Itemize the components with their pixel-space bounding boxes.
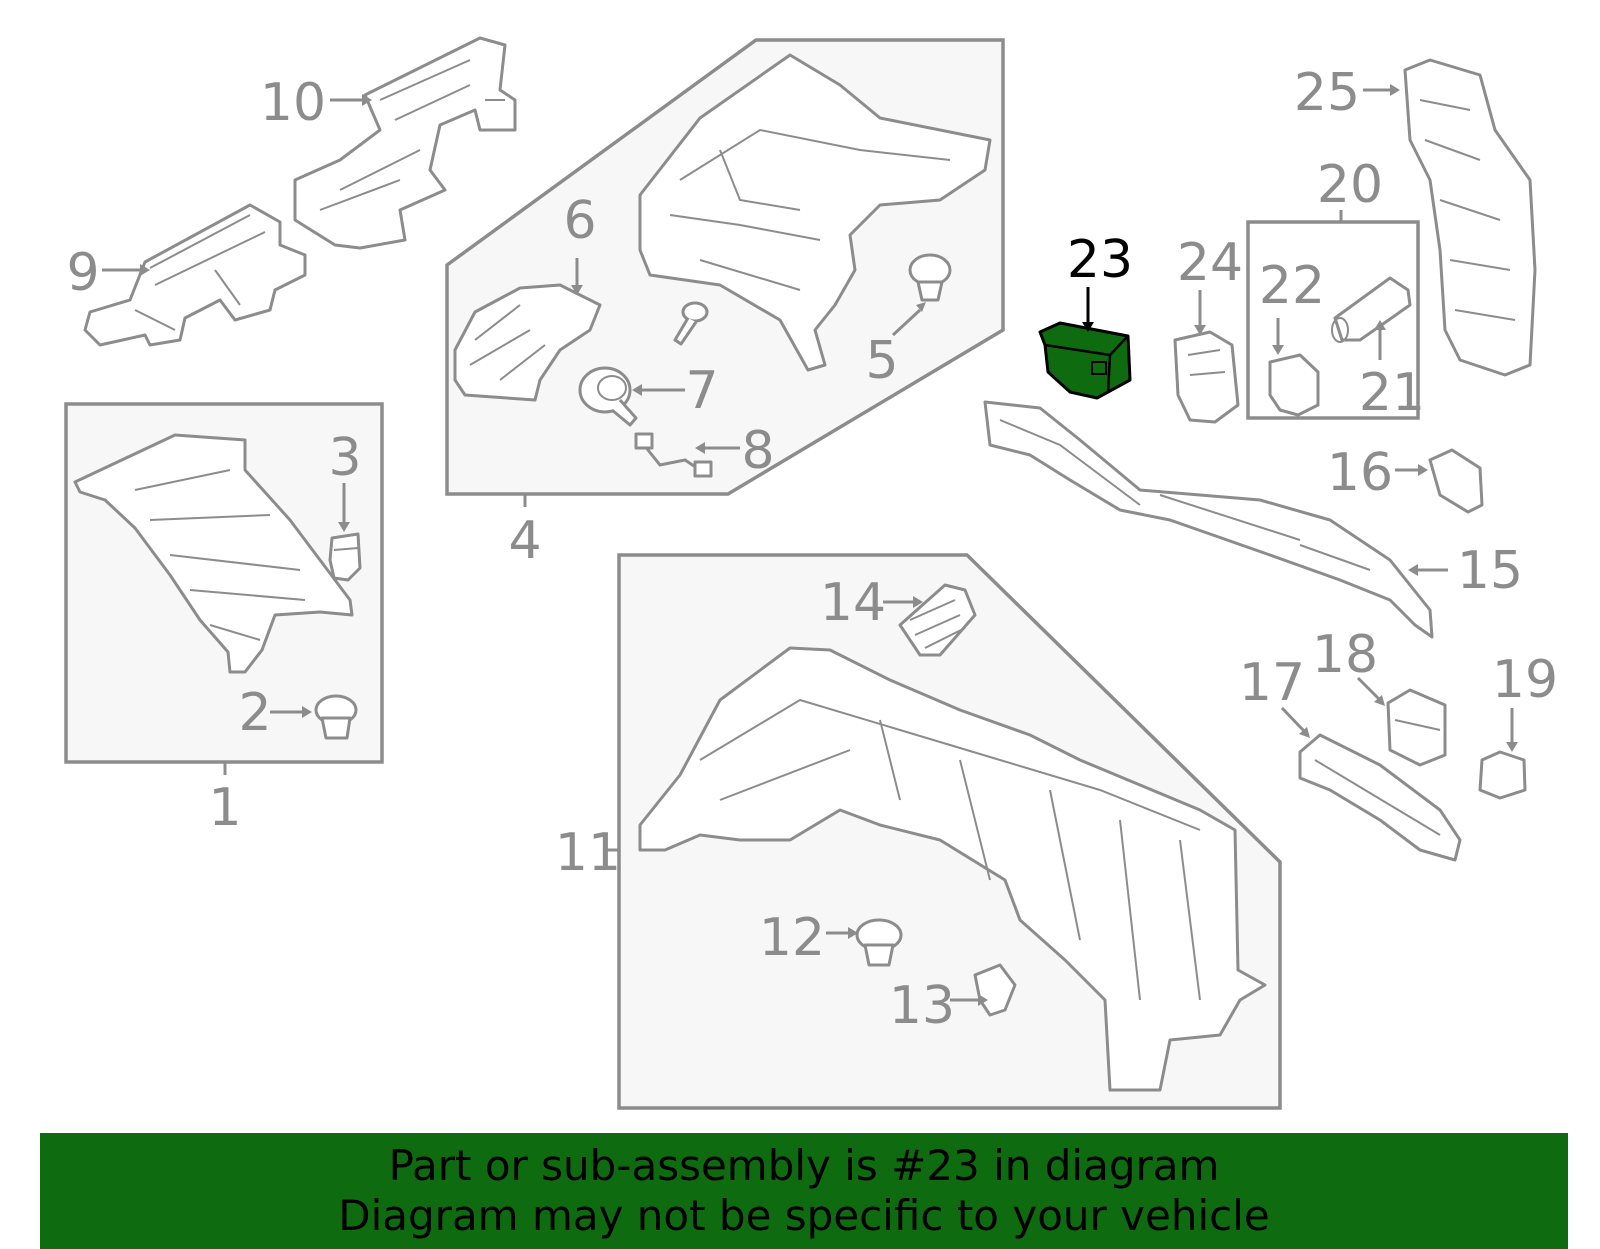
callout-17: 17 bbox=[1239, 653, 1305, 713]
part-15 bbox=[983, 400, 1434, 639]
callout-8: 8 bbox=[741, 421, 774, 481]
callout-18: 18 bbox=[1312, 625, 1378, 685]
callout-1: 1 bbox=[208, 778, 241, 838]
part-9 bbox=[83, 203, 307, 347]
callout-20: 20 bbox=[1317, 155, 1383, 215]
callout-2: 2 bbox=[238, 683, 271, 743]
part-1 bbox=[73, 433, 354, 674]
part-12 bbox=[855, 918, 903, 967]
part-6 bbox=[453, 283, 602, 402]
callout-6: 6 bbox=[563, 191, 596, 251]
part-19 bbox=[1478, 750, 1527, 800]
callout-16: 16 bbox=[1327, 443, 1393, 503]
info-banner: Part or sub-assembly is #23 in diagram D… bbox=[40, 1133, 1568, 1249]
callout-15: 15 bbox=[1457, 541, 1523, 601]
callout-7: 7 bbox=[685, 361, 718, 421]
part-11 bbox=[638, 646, 1267, 1092]
part-23 bbox=[1038, 321, 1132, 400]
callout-5: 5 bbox=[865, 331, 898, 391]
banner-line-disclaimer: Diagram may not be specific to your vehi… bbox=[338, 1191, 1270, 1240]
part-2 bbox=[314, 694, 358, 740]
part-3 bbox=[328, 532, 362, 582]
part-21 bbox=[1331, 276, 1412, 343]
part-25 bbox=[1403, 58, 1537, 377]
part-14 bbox=[898, 583, 977, 657]
part-5 bbox=[908, 253, 952, 302]
part-17 bbox=[1298, 733, 1462, 862]
callout-14: 14 bbox=[820, 573, 886, 633]
callout-22: 22 bbox=[1259, 256, 1325, 316]
callout-25: 25 bbox=[1294, 63, 1360, 123]
callout-24: 24 bbox=[1177, 233, 1243, 293]
callout-10: 10 bbox=[260, 73, 326, 133]
part-24 bbox=[1173, 330, 1240, 424]
leader-lines bbox=[102, 84, 1518, 1006]
callout-23: 23 bbox=[1067, 230, 1133, 290]
callout-4: 4 bbox=[508, 511, 541, 571]
part-18 bbox=[1386, 688, 1447, 767]
callout-9: 9 bbox=[66, 243, 99, 303]
callout-21: 21 bbox=[1359, 363, 1425, 423]
callout-13: 13 bbox=[889, 976, 955, 1036]
part-22 bbox=[1268, 353, 1320, 417]
callout-11: 11 bbox=[555, 823, 621, 883]
callout-3: 3 bbox=[328, 428, 361, 488]
callout-19: 19 bbox=[1492, 650, 1558, 710]
callout-12: 12 bbox=[759, 908, 825, 968]
part-10 bbox=[293, 36, 517, 250]
part-8 bbox=[634, 432, 713, 478]
part-4 bbox=[638, 53, 992, 372]
banner-line-part: Part or sub-assembly is #23 in diagram bbox=[388, 1141, 1220, 1190]
part-7 bbox=[578, 366, 638, 427]
part-16 bbox=[1428, 448, 1484, 514]
part-screw bbox=[673, 301, 709, 346]
